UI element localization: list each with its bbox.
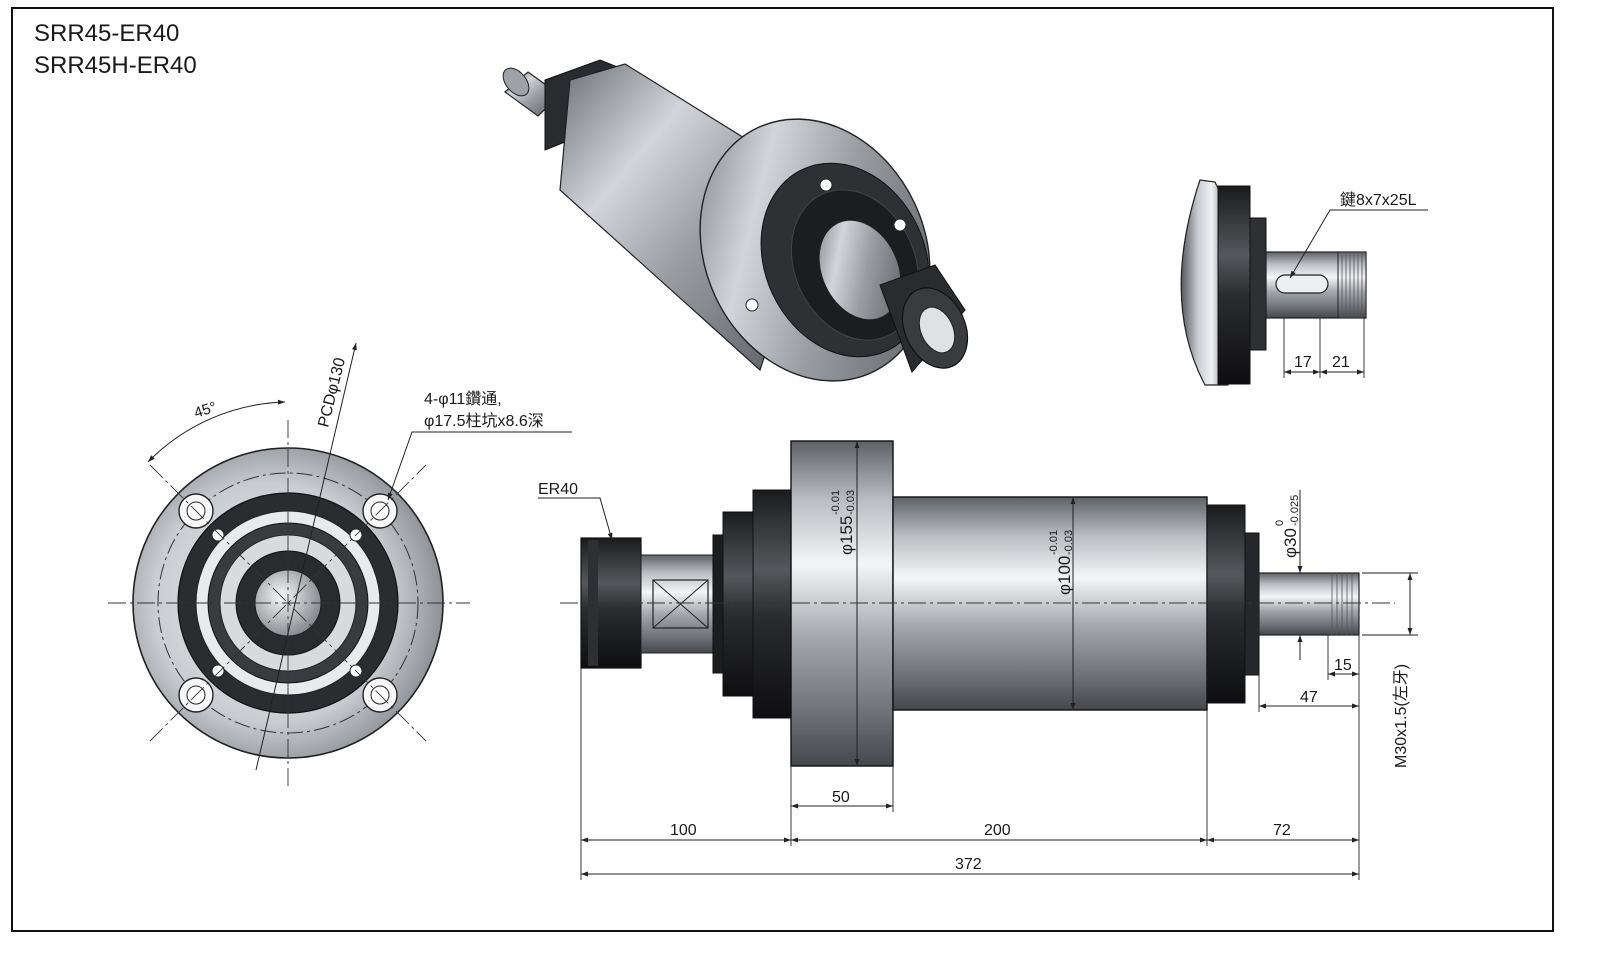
dim-47-label: 47: [1300, 689, 1318, 706]
dia-155-label: φ155: [837, 516, 856, 555]
dia-100-tol-upper: -0.01: [1048, 530, 1060, 555]
front-view: 45° PCDφ130 4-φ11鑽通, φ17.5柱坑x8.6深: [108, 342, 572, 790]
dim-372-label: 372: [955, 856, 982, 873]
dim-200-label: 200: [984, 822, 1011, 839]
key-label: 鍵8x7x25L: [1340, 191, 1417, 209]
dim-15-label: 15: [1334, 657, 1352, 674]
dia-100-tol-lower: -0.03: [1063, 530, 1075, 555]
hole-note-line2: φ17.5柱坑x8.6深: [424, 412, 544, 430]
thread-label: M30x1.5(左牙): [1392, 664, 1410, 768]
dia-155-tol-lower: -0.03: [845, 490, 857, 515]
key-detail-view: 鍵8x7x25L 17 21: [1180, 179, 1428, 386]
collet-label: ER40: [538, 481, 578, 498]
dim-21-label: 21: [1332, 354, 1350, 371]
dim-17-label: 17: [1294, 354, 1312, 371]
dia-30-tol-lower: -0.025: [1289, 495, 1301, 526]
side-view: ER40 φ155 -0.01 -0.03 φ100 -0.01 -0.03 φ…: [538, 440, 1418, 880]
dim-72-label: 72: [1273, 822, 1291, 839]
dia-155-tol-upper: -0.01: [830, 490, 842, 515]
angle-label: 45°: [192, 399, 219, 422]
dia-30-tol-upper: 0: [1274, 520, 1286, 526]
isometric-view: [502, 59, 969, 382]
dim-50-label: 50: [832, 789, 850, 806]
dim-100-label: 100: [670, 822, 697, 839]
dia-100-label: φ100: [1055, 556, 1074, 595]
model-title-2: SRR45H-ER40: [34, 52, 197, 79]
dia-30-label: φ30: [1281, 528, 1300, 558]
hole-note-line1: 4-φ11鑽通,: [424, 390, 502, 408]
sheet-border: [11, 7, 1554, 932]
model-title-1: SRR45-ER40: [34, 20, 180, 47]
